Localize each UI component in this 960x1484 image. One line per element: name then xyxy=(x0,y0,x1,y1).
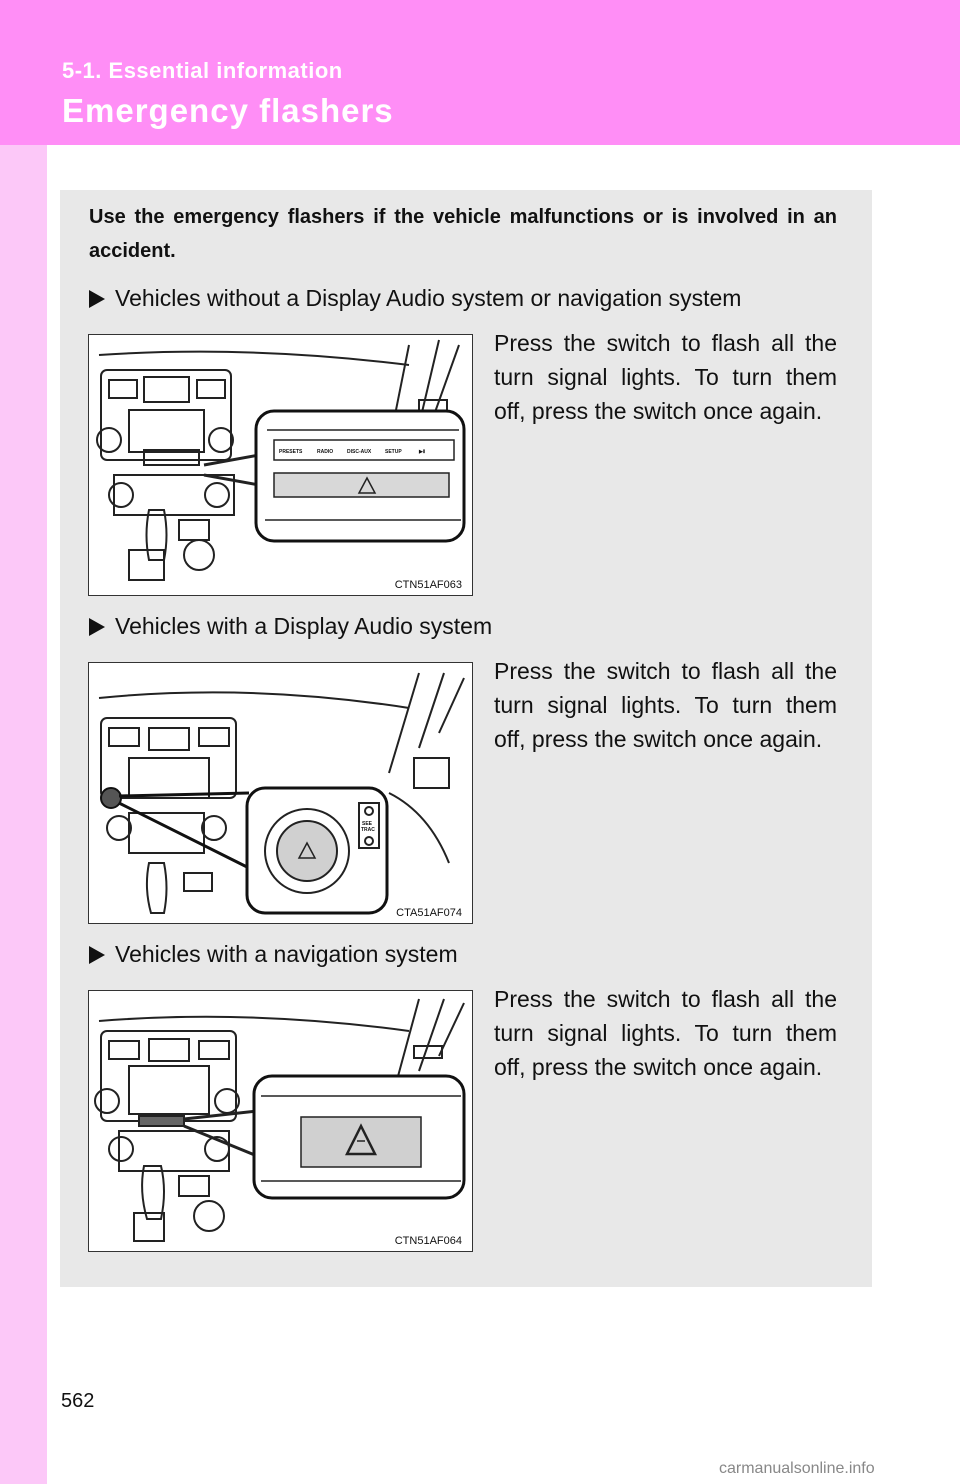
figure-code-3: CTN51AF064 xyxy=(392,1235,464,1247)
figure-code-1: CTN51AF063 xyxy=(392,579,464,591)
section-heading-1-text: Vehicles without a Display Audio system … xyxy=(115,285,742,311)
bullet-arrow-icon xyxy=(89,618,105,636)
page-header: 5-1. Essential information Emergency fla… xyxy=(0,0,960,145)
section-heading-1: Vehicles without a Display Audio system … xyxy=(89,285,741,312)
section-description-3: Press the switch to flash all the turn s… xyxy=(494,986,837,1080)
bullet-arrow-icon xyxy=(89,946,105,964)
section-heading-2: Vehicles with a Display Audio system xyxy=(89,613,492,640)
trac-label: TRAC xyxy=(361,827,375,833)
figure-dashboard-2: SEE TRAC CTA51AF074 xyxy=(88,662,473,924)
bullet-arrow-icon xyxy=(89,290,105,308)
see-label: SEE xyxy=(362,821,373,827)
play-label: ▶Ⅱ xyxy=(418,448,426,455)
setup-label: SETUP xyxy=(385,449,402,455)
dashboard-illustration-1: PRESETS RADIO DISC-AUX SETUP ▶Ⅱ xyxy=(96,339,466,581)
dashboard-illustration-2: SEE TRAC xyxy=(98,672,465,915)
section-description-2: Press the switch to flash all the turn s… xyxy=(494,658,837,752)
figure-code-2: CTA51AF074 xyxy=(394,907,464,919)
side-strip xyxy=(0,145,47,1484)
section-label: 5-1. Essential information xyxy=(62,58,343,83)
dashboard-illustration-3 xyxy=(94,998,466,1242)
page-number: 562 xyxy=(61,1390,95,1412)
section-description-1: Press the switch to flash all the turn s… xyxy=(494,330,837,424)
radio-label: RADIO xyxy=(317,449,333,455)
section-heading-3-text: Vehicles with a navigation system xyxy=(115,941,458,967)
disc-label: DISC-AUX xyxy=(347,449,372,455)
figure-dashboard-3: CTN51AF064 xyxy=(88,990,473,1252)
section-heading-3: Vehicles with a navigation system xyxy=(89,941,458,968)
page-title: Emergency flashers xyxy=(62,92,394,129)
intro-text: Use the emergency flashers if the vehicl… xyxy=(89,206,837,262)
section-heading-2-text: Vehicles with a Display Audio system xyxy=(115,613,493,639)
preset-label: PRESETS xyxy=(279,449,303,455)
watermark: carmanualsonline.info xyxy=(719,1460,875,1477)
figure-dashboard-1: PRESETS RADIO DISC-AUX SETUP ▶Ⅱ CTN51AF0… xyxy=(88,334,473,596)
